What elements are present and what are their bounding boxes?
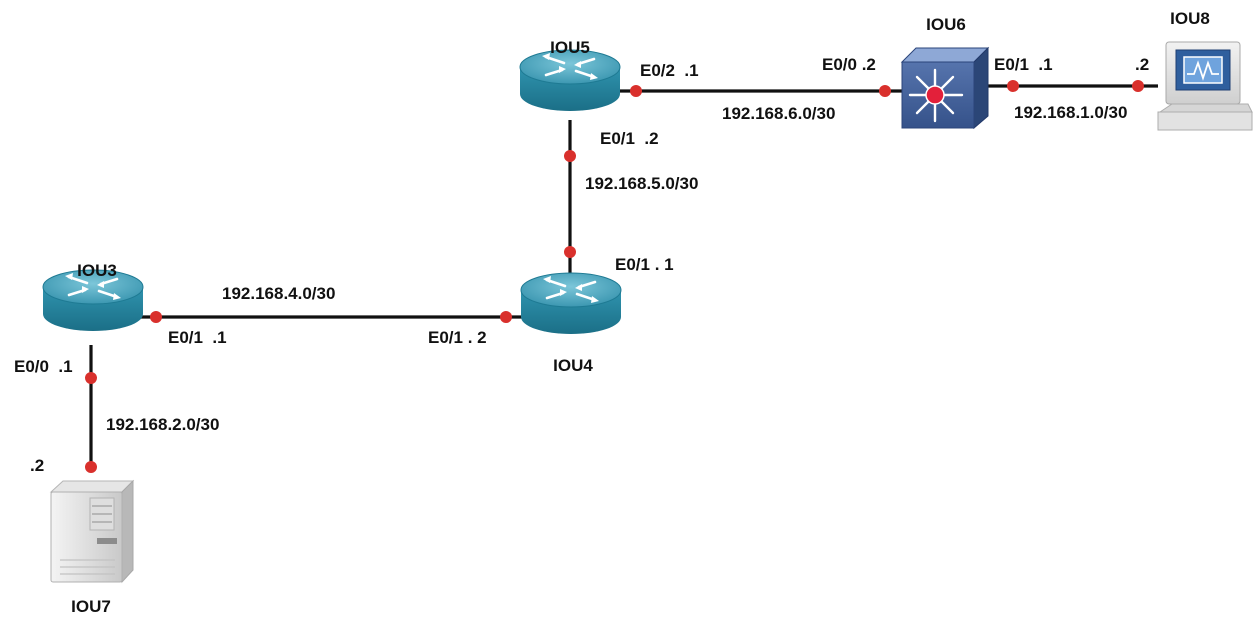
- device-name-iou3: IOU3: [77, 261, 117, 280]
- subnet-label-iou3-iou7: 192.168.2.0/30: [106, 415, 219, 434]
- port-dot-iou8: [1132, 80, 1144, 92]
- port-dot-iou3-e0-0: [85, 372, 97, 384]
- interface-label-iou8: .2: [1135, 55, 1149, 74]
- subnet-label-iou3-iou4: 192.168.4.0/30: [222, 284, 335, 303]
- interface-label-iou4-e0-1-left: E0/1 . 2: [428, 328, 487, 347]
- interface-label-iou4-e0-1-top: E0/1 . 1: [615, 255, 674, 274]
- workstation-iou8-icon[interactable]: [1157, 41, 1253, 131]
- port-dot-iou6-e0-1: [1007, 80, 1019, 92]
- device-name-iou7: IOU7: [71, 597, 111, 616]
- interface-label-iou5-e0-1: E0/1 .2: [600, 129, 659, 148]
- interface-label-iou7: .2: [30, 456, 44, 475]
- device-name-iou5: IOU5: [550, 38, 590, 57]
- port-dots: [85, 80, 1144, 473]
- interface-label-iou6-e0-0: E0/0 .2: [822, 55, 876, 74]
- interface-label-iou5-e0-2: E0/2 .1: [640, 61, 699, 80]
- device-name-iou6: IOU6: [926, 15, 966, 34]
- router-iou5-icon[interactable]: [518, 48, 622, 113]
- interface-label-iou3-e0-1: E0/1 .1: [168, 328, 227, 347]
- port-dot-iou7: [85, 461, 97, 473]
- port-dot-iou4-e0-1-left: [500, 311, 512, 323]
- subnet-label-iou6-iou8: 192.168.1.0/30: [1014, 103, 1127, 122]
- subnet-label-iou5-iou6: 192.168.6.0/30: [722, 104, 835, 123]
- router-iou4-icon[interactable]: [519, 271, 623, 336]
- port-dot-iou5-e0-2: [630, 85, 642, 97]
- port-dot-iou6-e0-0: [879, 85, 891, 97]
- device-name-iou8: IOU8: [1170, 9, 1210, 28]
- device-name-iou4: IOU4: [553, 356, 593, 375]
- port-dot-iou3-e0-1: [150, 311, 162, 323]
- port-dot-iou5-e0-1: [564, 150, 576, 162]
- interface-label-iou3-e0-0: E0/0 .1: [14, 357, 73, 376]
- interface-label-iou6-e0-1: E0/1 .1: [994, 55, 1053, 74]
- server-iou7-icon[interactable]: [49, 479, 135, 584]
- multilayer-switch-iou6-icon[interactable]: [900, 46, 990, 130]
- subnet-label-iou4-iou5: 192.168.5.0/30: [585, 174, 698, 193]
- port-dot-iou4-e0-1-top: [564, 246, 576, 258]
